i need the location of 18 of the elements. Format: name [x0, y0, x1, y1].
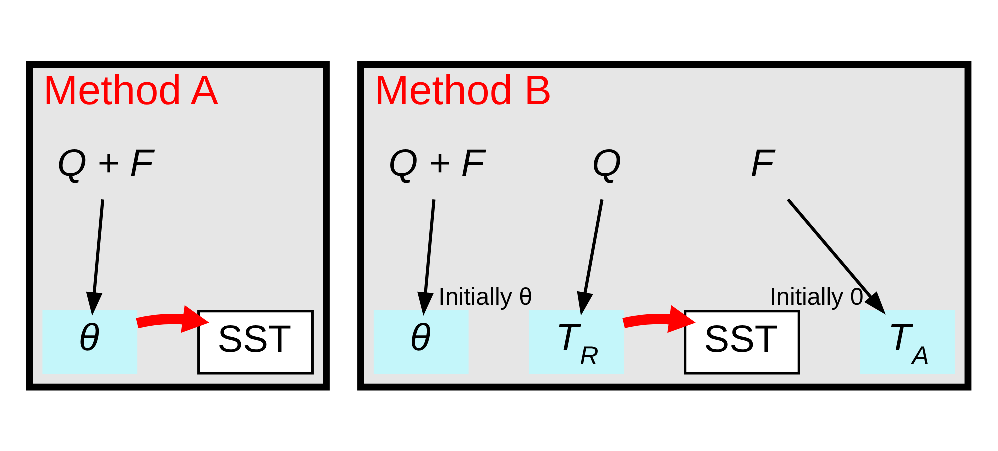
arrow: [418, 199, 436, 316]
node-text: Q + F: [57, 142, 154, 185]
node-box: θ: [374, 310, 469, 374]
node-box: T$_{A}$: [860, 310, 956, 374]
node-box: T$_{R}$: [529, 310, 624, 374]
arrow: [787, 198, 886, 314]
node-text: F: [750, 142, 774, 185]
arrow: [136, 304, 210, 333]
arrow: [86, 199, 105, 316]
arrow: [622, 304, 696, 333]
node-box: SST: [198, 310, 314, 374]
node-box: θ: [42, 310, 138, 374]
node-text: Q + F: [388, 142, 485, 185]
arrow: [577, 198, 604, 316]
node-text: Q: [592, 142, 622, 185]
node-label: Initially 0: [770, 283, 864, 310]
node-label: Initially θ: [438, 283, 533, 310]
node-box: SST: [684, 310, 800, 374]
